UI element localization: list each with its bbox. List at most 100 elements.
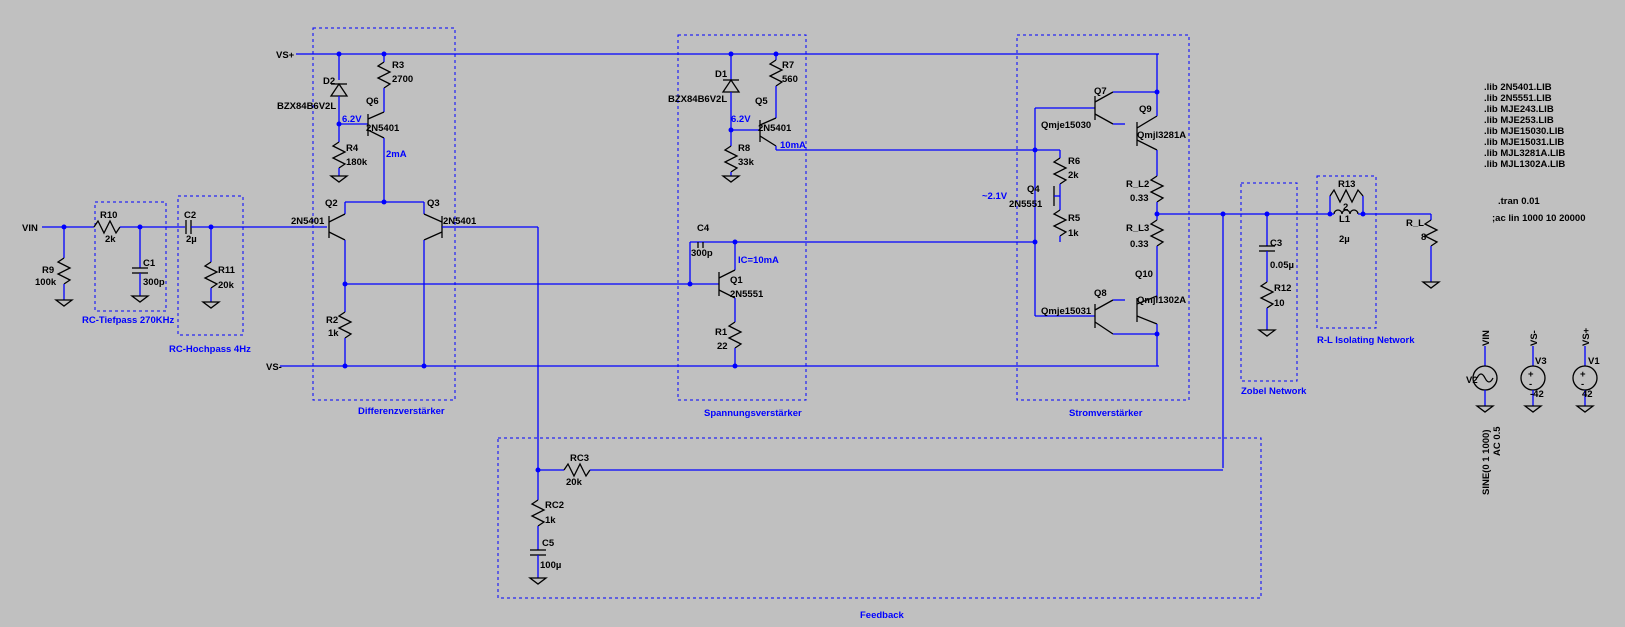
label-r2: R2 <box>326 315 338 326</box>
value-rl: 8 <box>1421 232 1426 243</box>
label-r1: R1 <box>715 327 728 338</box>
value-rl2: 0.33 <box>1130 193 1149 204</box>
zobel-box <box>1240 182 1298 382</box>
value-q9: Qmjl3281A <box>1137 130 1186 141</box>
voltage-amp-section <box>538 51 1035 369</box>
net-v3-vs-minus: VS- <box>1529 330 1540 346</box>
label-v1: V1 <box>1588 356 1600 367</box>
label-c2: C2 <box>184 210 196 221</box>
value-c5: 100µ <box>540 560 561 571</box>
label-l1: L1 <box>1339 214 1351 225</box>
annot-6v2-b: 6.2V <box>731 114 751 125</box>
label-q5: Q5 <box>755 96 768 107</box>
label-hochpass: RC-Hochpass 4Hz <box>169 344 251 355</box>
label-q10: Q10 <box>1135 269 1153 280</box>
isolating-box <box>1316 175 1377 329</box>
label-c5: C5 <box>542 538 555 549</box>
value-r5: 1k <box>1068 228 1079 239</box>
label-r12: R12 <box>1274 283 1291 294</box>
directive-line: .lib MJE243.LIB <box>1484 104 1554 115</box>
spannung-box <box>677 34 807 401</box>
value-q4: 2N5551 <box>1009 199 1043 210</box>
label-q8: Q8 <box>1094 288 1107 299</box>
svg-text:+: + <box>1580 369 1586 380</box>
directive-line: .lib MJE253.LIB <box>1484 115 1554 126</box>
value-r3: 2700 <box>392 74 413 85</box>
label-q4: Q4 <box>1027 184 1040 195</box>
svg-text:+: + <box>1528 369 1534 380</box>
annot-6v2-a: 6.2V <box>342 114 362 125</box>
sources-section: + - + - <box>1472 346 1598 413</box>
label-rl3: R_L3 <box>1126 223 1149 234</box>
label-r11: R11 <box>218 265 236 276</box>
net-v1-vs-plus: VS+ <box>1581 327 1592 346</box>
net-vs-minus: VS- <box>266 362 282 373</box>
net-vin: VIN <box>22 223 38 234</box>
hochpass-box <box>177 195 244 336</box>
value-rc2: 1k <box>545 515 556 526</box>
value-r11: 20k <box>218 280 235 291</box>
directive-tran: .tran 0.01 <box>1498 196 1540 207</box>
value-rl3: 0.33 <box>1130 239 1149 250</box>
feedback-box <box>497 437 1262 599</box>
value-c3: 0.05µ <box>1270 260 1294 271</box>
value-q6: 2N5401 <box>366 123 400 134</box>
label-r9: R9 <box>42 265 54 276</box>
label-rc3: RC3 <box>570 453 589 464</box>
value-d1: BZX84B6V2L <box>668 94 727 105</box>
label-rl: R_L <box>1406 218 1424 229</box>
label-r5: R5 <box>1068 213 1081 224</box>
annot-2ma: 2mA <box>386 149 407 160</box>
label-tiefpass: RC-Tiefpass 270KHz <box>82 315 174 326</box>
label-q2: Q2 <box>325 198 338 209</box>
value-c1: 300p <box>143 277 165 288</box>
lib-directives: .lib 2N5401.LIB .lib 2N5551.LIB .lib MJE… <box>1484 82 1565 170</box>
value-q3: 2N5401 <box>443 216 477 227</box>
label-v3: V3 <box>1535 356 1547 367</box>
value-r13: 2 <box>1343 202 1348 213</box>
value-v1: 42 <box>1582 389 1593 400</box>
value-q10: Qmjl1302A <box>1137 295 1186 306</box>
label-q9: Q9 <box>1139 104 1152 115</box>
label-rl2: R_L2 <box>1126 179 1149 190</box>
value-r6: 2k <box>1068 170 1079 181</box>
differenz-box <box>312 27 456 401</box>
label-r10: R10 <box>100 210 117 221</box>
label-d1: D1 <box>715 69 728 80</box>
net-v2-vin: VIN <box>1481 330 1492 346</box>
label-v2: V2 <box>1466 375 1478 386</box>
current-amp-section <box>1032 54 1165 366</box>
label-c1: C1 <box>143 258 156 269</box>
label-strom: Stromverstärker <box>1069 408 1143 419</box>
output-section <box>1157 188 1441 468</box>
value-c4: 300p <box>691 248 713 259</box>
value-v2-ac: AC 0.5 <box>1492 426 1503 456</box>
value-d2: BZX84B6V2L <box>277 101 336 112</box>
annot-2v1: ~2.1V <box>982 191 1008 202</box>
net-vs-plus: VS+ <box>276 50 295 61</box>
svg-text:-: - <box>1529 379 1532 390</box>
label-r8: R8 <box>738 143 750 154</box>
directive-line: .lib 2N5551.LIB <box>1484 93 1552 104</box>
directive-line: .lib MJE15031.LIB <box>1484 137 1564 148</box>
label-q6: Q6 <box>366 96 379 107</box>
value-l1: 2µ <box>1339 234 1350 245</box>
input-section <box>42 219 327 309</box>
value-q1: 2N5551 <box>730 289 764 300</box>
value-c2: 2µ <box>186 234 197 245</box>
directive-line: .lib MJL3281A.LIB <box>1484 148 1565 159</box>
value-r8: 33k <box>738 157 755 168</box>
value-r10: 2k <box>105 234 116 245</box>
svg-text:-: - <box>1581 379 1584 390</box>
value-r9: 100k <box>35 277 57 288</box>
directive-line: .lib 2N5401.LIB <box>1484 82 1552 93</box>
label-zobel: Zobel Network <box>1241 386 1307 397</box>
label-r4: R4 <box>346 143 359 154</box>
label-q1: Q1 <box>730 275 743 286</box>
label-rc2: RC2 <box>545 500 564 511</box>
value-q7: Qmje15030 <box>1041 120 1091 131</box>
value-q5: 2N5401 <box>758 123 792 134</box>
label-r6: R6 <box>1068 156 1080 167</box>
label-r7: R7 <box>782 60 794 71</box>
